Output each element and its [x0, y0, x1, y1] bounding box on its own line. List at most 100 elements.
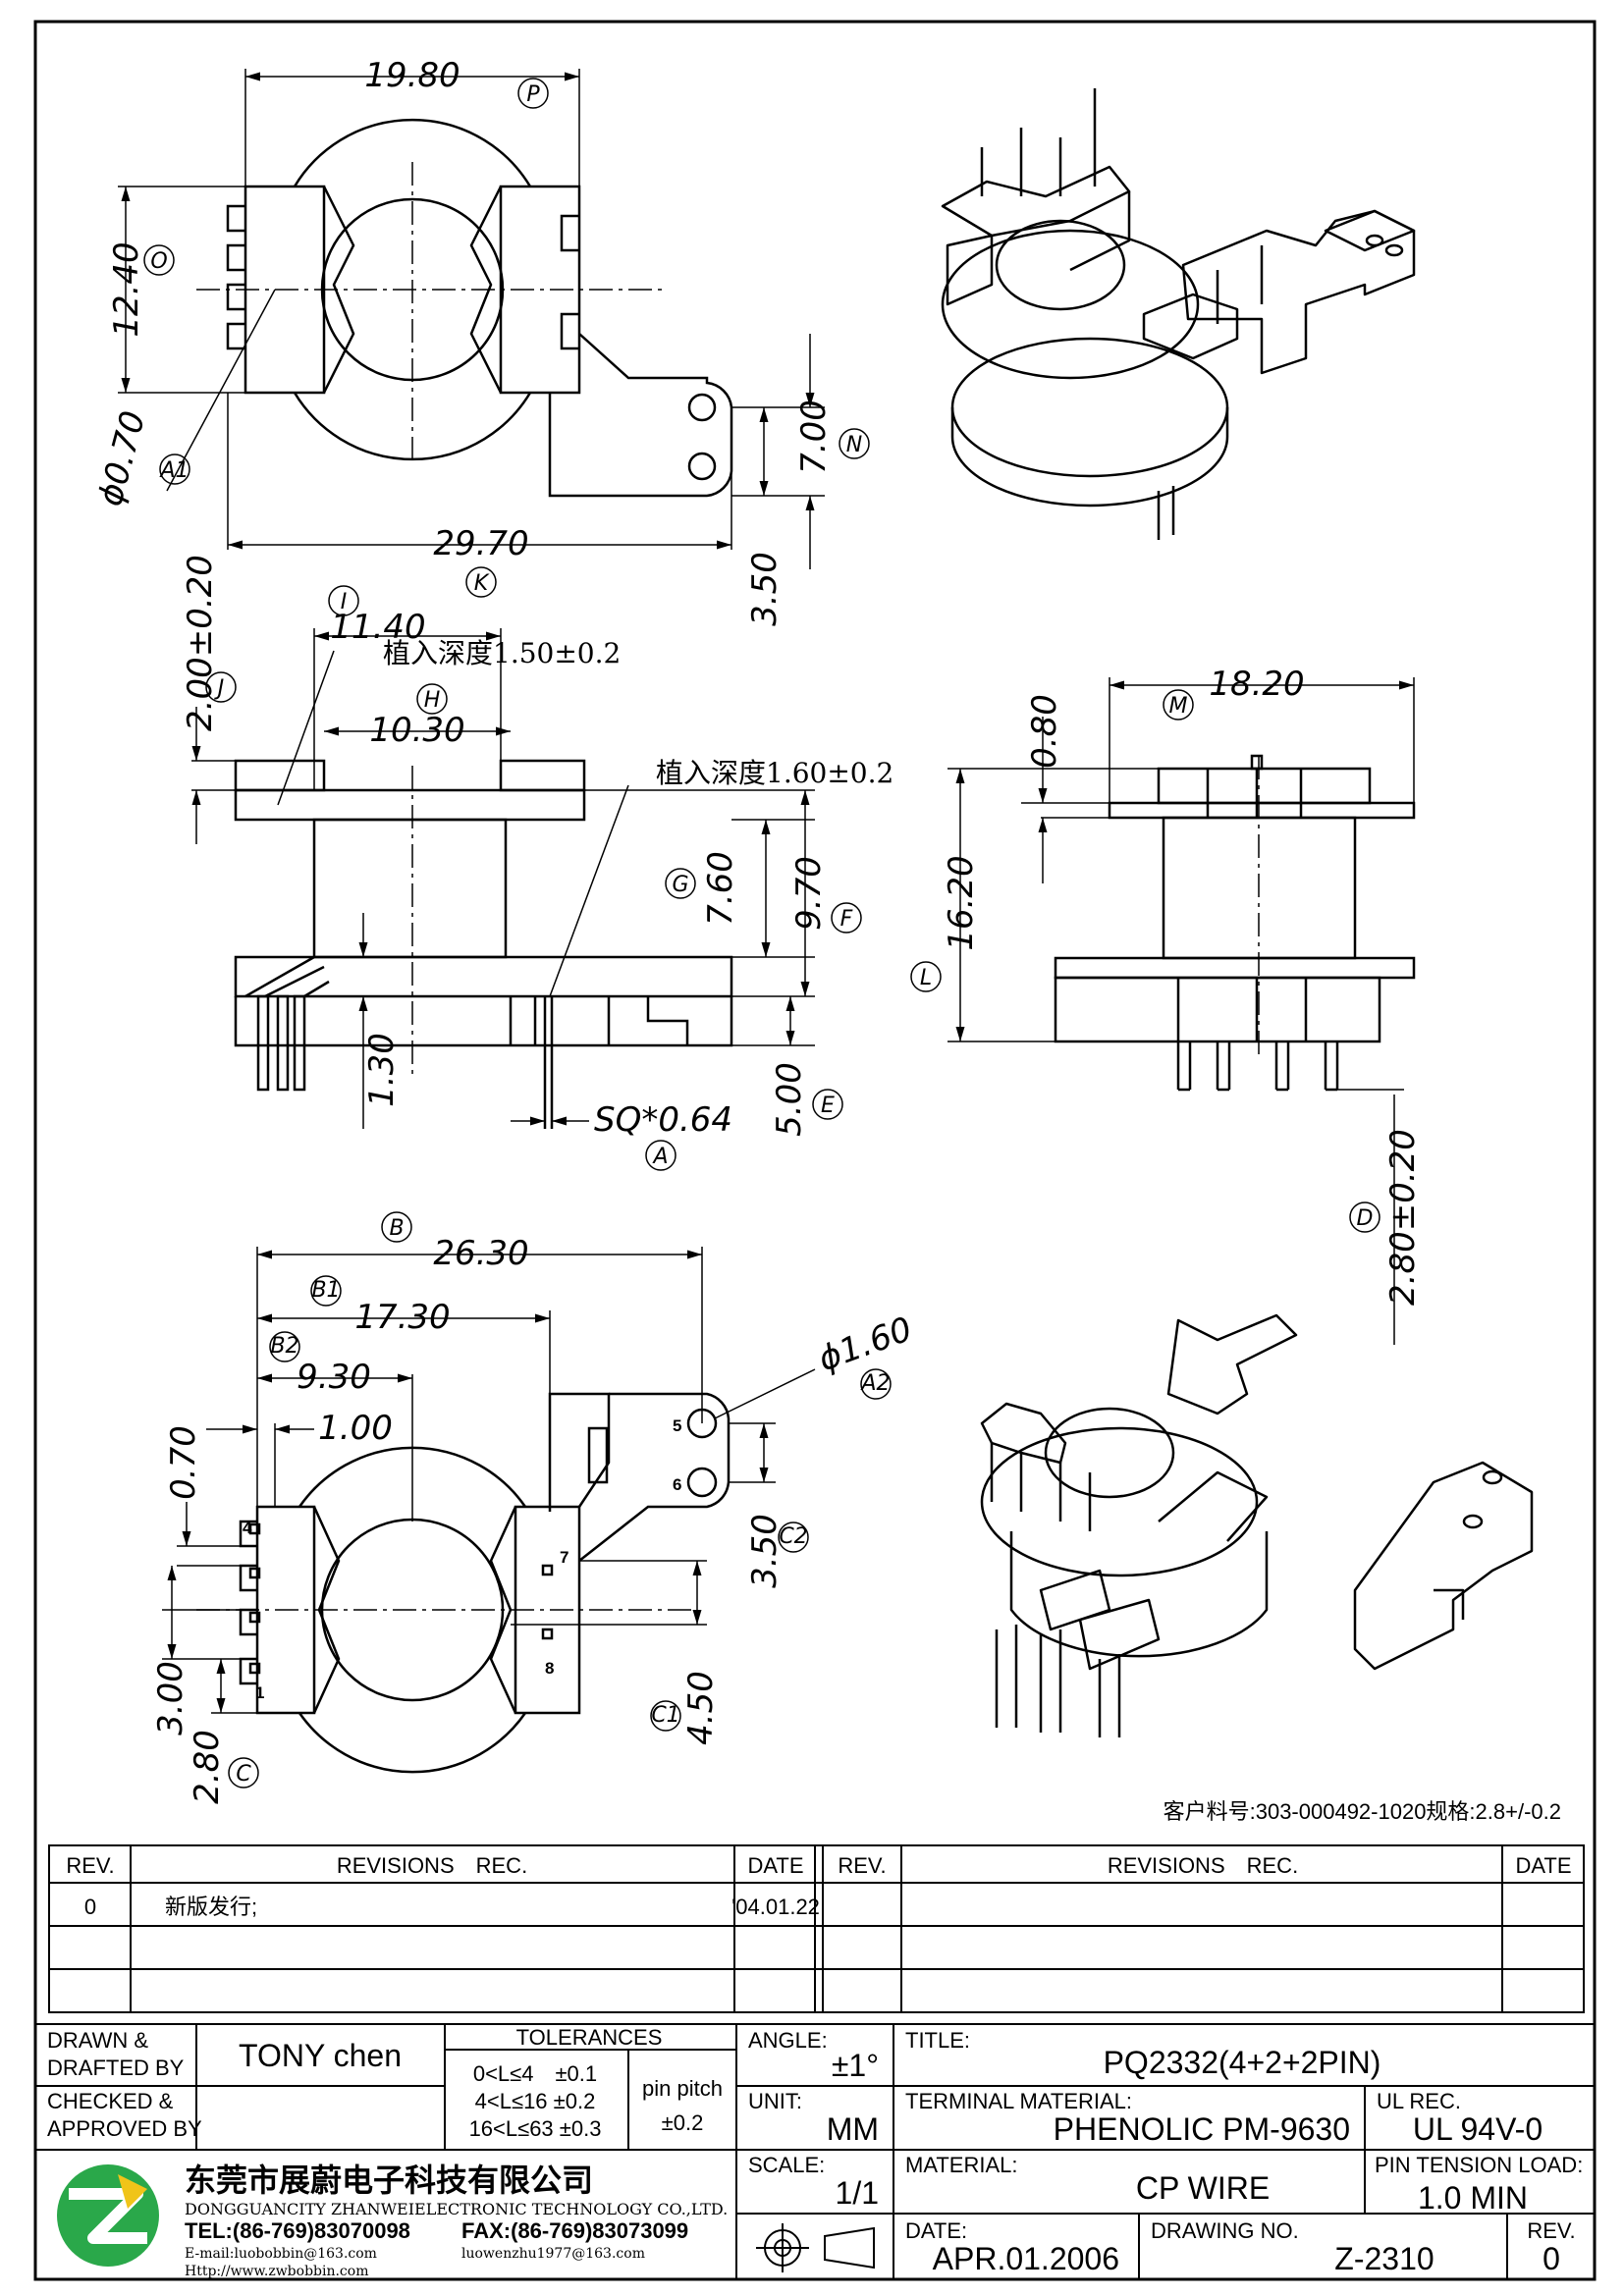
- material-value: CP WIRE: [1136, 2170, 1270, 2206]
- checked-label-1: CHECKED &: [47, 2089, 174, 2113]
- side-view-dims: [191, 628, 815, 1129]
- title-label: TITLE:: [905, 2028, 970, 2053]
- drawing-title: PQ2332(4+2+2PIN): [1104, 2045, 1381, 2080]
- company-logo: [57, 2164, 159, 2267]
- dim-hole-bottom: ϕ1.60: [813, 1309, 917, 1379]
- part-number-note: 客户料号:303-000492-1020规格:2.8+/-0.2: [1164, 1799, 1561, 1824]
- company-name-en: DONGGUANCITY ZHANWEIELECTRONIC TECHNOLOG…: [185, 2200, 728, 2218]
- top-view: [226, 118, 733, 498]
- pin-label-7: 7: [560, 1548, 568, 1567]
- bottom-view-tags: [228, 1211, 892, 1789]
- pin-pitch-label: pin pitch: [642, 2076, 723, 2101]
- dim-total-top: 29.70: [433, 524, 528, 563]
- terminal-material-label: TERMINAL MATERIAL:: [905, 2089, 1132, 2113]
- tolerance-1: 0<L≤4 ±0.1: [473, 2061, 597, 2086]
- pin-label-8: 8: [545, 1659, 554, 1678]
- front-view-tags: [910, 689, 1380, 1233]
- rev-label: REV.: [1527, 2218, 1575, 2243]
- company-name-cn: 东莞市展蔚电子科技有限公司: [185, 2162, 593, 2199]
- material-label: MATERIAL:: [905, 2153, 1018, 2177]
- tolerance-3: 16<L≤63 ±0.3: [469, 2116, 602, 2141]
- pin-label-4: 4: [243, 1519, 252, 1537]
- pin-tension-label: PIN TENSION LOAD:: [1375, 2153, 1583, 2177]
- tag-l: L: [920, 966, 932, 990]
- iso-view-top: [941, 88, 1416, 540]
- company-website: Http://www.zwbobbin.com: [185, 2264, 368, 2279]
- company-email-2: luowenzhu1977@163.com: [461, 2246, 645, 2262]
- pin-tension-value: 1.0 MIN: [1418, 2180, 1528, 2216]
- pin-pitch-value: ±0.2: [662, 2110, 704, 2135]
- angle-value: ±1°: [832, 2048, 879, 2083]
- rev-row-date: '04.01.22: [731, 1895, 820, 1919]
- tolerances-title: TOLERANCES: [516, 2025, 663, 2050]
- tag-a: A: [651, 1145, 668, 1169]
- tag-n: N: [846, 433, 862, 457]
- rev-header-date-2: DATE: [1515, 1853, 1571, 1878]
- rev-row-rec: 新版发行;: [165, 1895, 257, 1919]
- dim-b1: 17.30: [354, 1298, 450, 1337]
- tag-b: B: [389, 1216, 404, 1241]
- dim-base: 5.00: [770, 1062, 809, 1137]
- tag-a1: A1: [158, 458, 189, 483]
- note-insert-depth-1: 植入深度1.50±0.2: [383, 637, 621, 669]
- dim-p2: 2.80: [188, 1730, 227, 1804]
- checked-label-2: APPROVED BY: [47, 2116, 202, 2141]
- projection-symbol-icon: [756, 2223, 875, 2272]
- terminal-material-value: PHENOLIC PM-9630: [1054, 2111, 1350, 2147]
- front-view-dims: [947, 677, 1415, 1345]
- tolerance-2: 4<L≤16 ±0.2: [475, 2089, 596, 2113]
- bottom-view-dims: [162, 1247, 816, 1714]
- dim-tab-pitch: 7.00: [794, 400, 834, 474]
- rev-header-date-1: DATE: [747, 1853, 803, 1878]
- iso-view-bottom: [980, 1313, 1534, 1737]
- dim-width-top: 19.80: [364, 56, 460, 95]
- top-view-tags: [143, 78, 870, 598]
- angle-label: ANGLE:: [748, 2028, 828, 2053]
- unit-label: UNIT:: [748, 2089, 802, 2113]
- rev-value: 0: [1543, 2241, 1560, 2276]
- revision-table: [48, 1844, 1585, 2013]
- tag-g: G: [672, 873, 688, 897]
- dim-top-front: 0.80: [1025, 694, 1064, 769]
- ul-rec-value: UL 94V-0: [1413, 2111, 1543, 2147]
- drawn-label-2: DRAFTED BY: [47, 2056, 185, 2080]
- tag-o: O: [150, 249, 167, 274]
- dim-p1: 3.00: [151, 1661, 190, 1735]
- pin-label-1: 1: [255, 1683, 264, 1702]
- top-view-dims: [118, 69, 825, 569]
- unit-value: MM: [827, 2111, 879, 2147]
- tag-j: J: [214, 676, 225, 701]
- drawing-no-label: DRAWING NO.: [1151, 2218, 1299, 2243]
- dim-hole-top: ϕ0.70: [90, 407, 153, 510]
- dim-gap: 1.00: [318, 1409, 393, 1448]
- dim-h1: 7.60: [701, 851, 740, 926]
- note-insert-depth-2: 植入深度1.60±0.2: [656, 757, 893, 789]
- tag-b1: B1: [311, 1278, 340, 1303]
- side-view: [234, 759, 733, 1129]
- dim-pin-len-front: 2.80±0.20: [1383, 1129, 1423, 1306]
- dim-c1: 4.50: [681, 1671, 721, 1745]
- dim-total-bottom: 26.30: [433, 1234, 528, 1273]
- tag-e: E: [821, 1094, 835, 1118]
- scale-label: SCALE:: [748, 2153, 825, 2177]
- front-view: [1054, 754, 1416, 1092]
- date-label: DATE:: [905, 2218, 967, 2243]
- tag-c1: C1: [651, 1703, 679, 1728]
- tag-f: F: [840, 907, 853, 932]
- drawing-no-value: Z-2310: [1334, 2241, 1434, 2276]
- top-view-center-lines: [196, 162, 668, 461]
- company-email-1: E-mail:luobobbin@163.com: [185, 2246, 377, 2262]
- dim-pitch1: 0.70: [164, 1425, 203, 1500]
- dim-pin-sq: SQ*0.64: [594, 1100, 732, 1140]
- title-block: [34, 2023, 1596, 2280]
- tag-m: M: [1169, 694, 1188, 719]
- drawn-by-name: TONY chen: [239, 2038, 402, 2073]
- tag-c2: C2: [779, 1524, 807, 1549]
- company-tel: TEL:(86-769)83070098: [185, 2218, 410, 2243]
- tag-k: K: [474, 571, 490, 596]
- tag-c: C: [236, 1762, 251, 1787]
- dim-c2: 3.50: [745, 1514, 785, 1588]
- tag-h: H: [424, 688, 441, 713]
- rev-header-rev-2: REV.: [838, 1853, 886, 1878]
